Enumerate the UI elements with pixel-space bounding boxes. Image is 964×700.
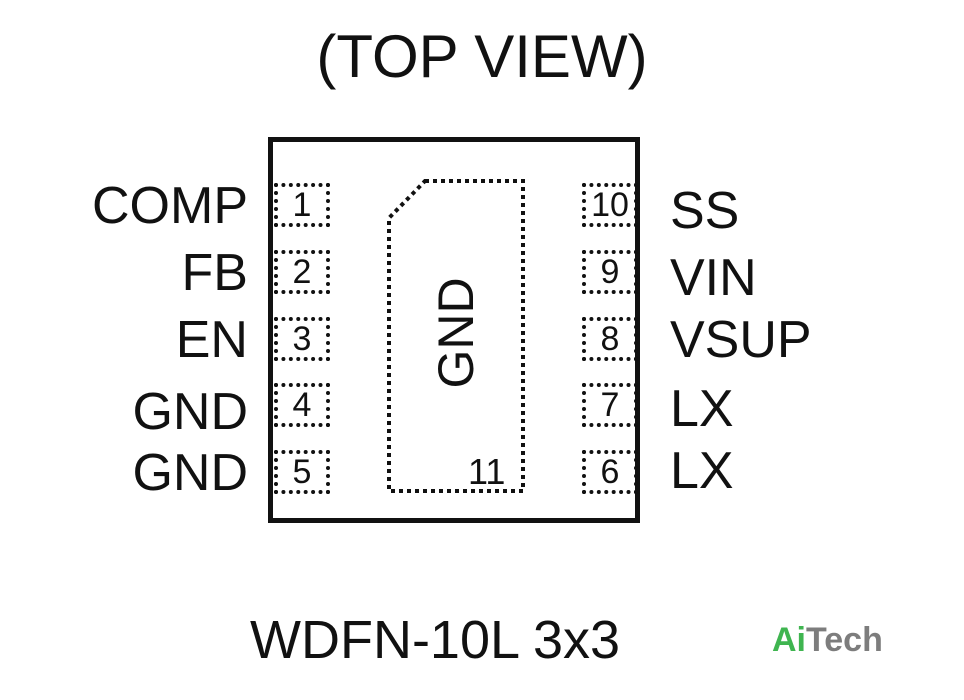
pin-5-label: GND [132,444,248,502]
pin-8-label: VSUP [670,311,812,369]
brand-logo-part-1: Ai [772,621,806,659]
brand-logo-part-2: Tech [806,621,883,659]
pin-4-label: GND [132,383,248,441]
pin-6-label: LX [670,442,734,500]
pin-8: 8 [582,317,638,361]
pin-6: 6 [582,450,638,494]
pin-9: 9 [582,250,638,294]
pin-3-label: EN [175,311,248,369]
brand-logo: AiTech [772,620,883,660]
pin-10: 10 [582,183,638,227]
pin-4: 4 [274,383,330,427]
exposed-pad-label: GND [428,277,484,389]
pin-3: 3 [274,317,330,361]
exposed-pad-number: 11 [468,451,506,492]
pin-7: 7 [582,383,638,427]
pin-7-label: LX [670,380,734,438]
pin-2: 2 [274,250,330,294]
pin-1: 1 [274,183,330,227]
package-name: WDFN-10L 3x3 [250,610,621,670]
pin-1-label: COMP [92,177,248,235]
pin-2-label: FB [181,244,248,302]
pin-10-label: SS [670,182,740,240]
view-title: (TOP VIEW) [316,23,648,90]
pin-5: 5 [274,450,330,494]
pin-9-label: VIN [670,249,757,307]
